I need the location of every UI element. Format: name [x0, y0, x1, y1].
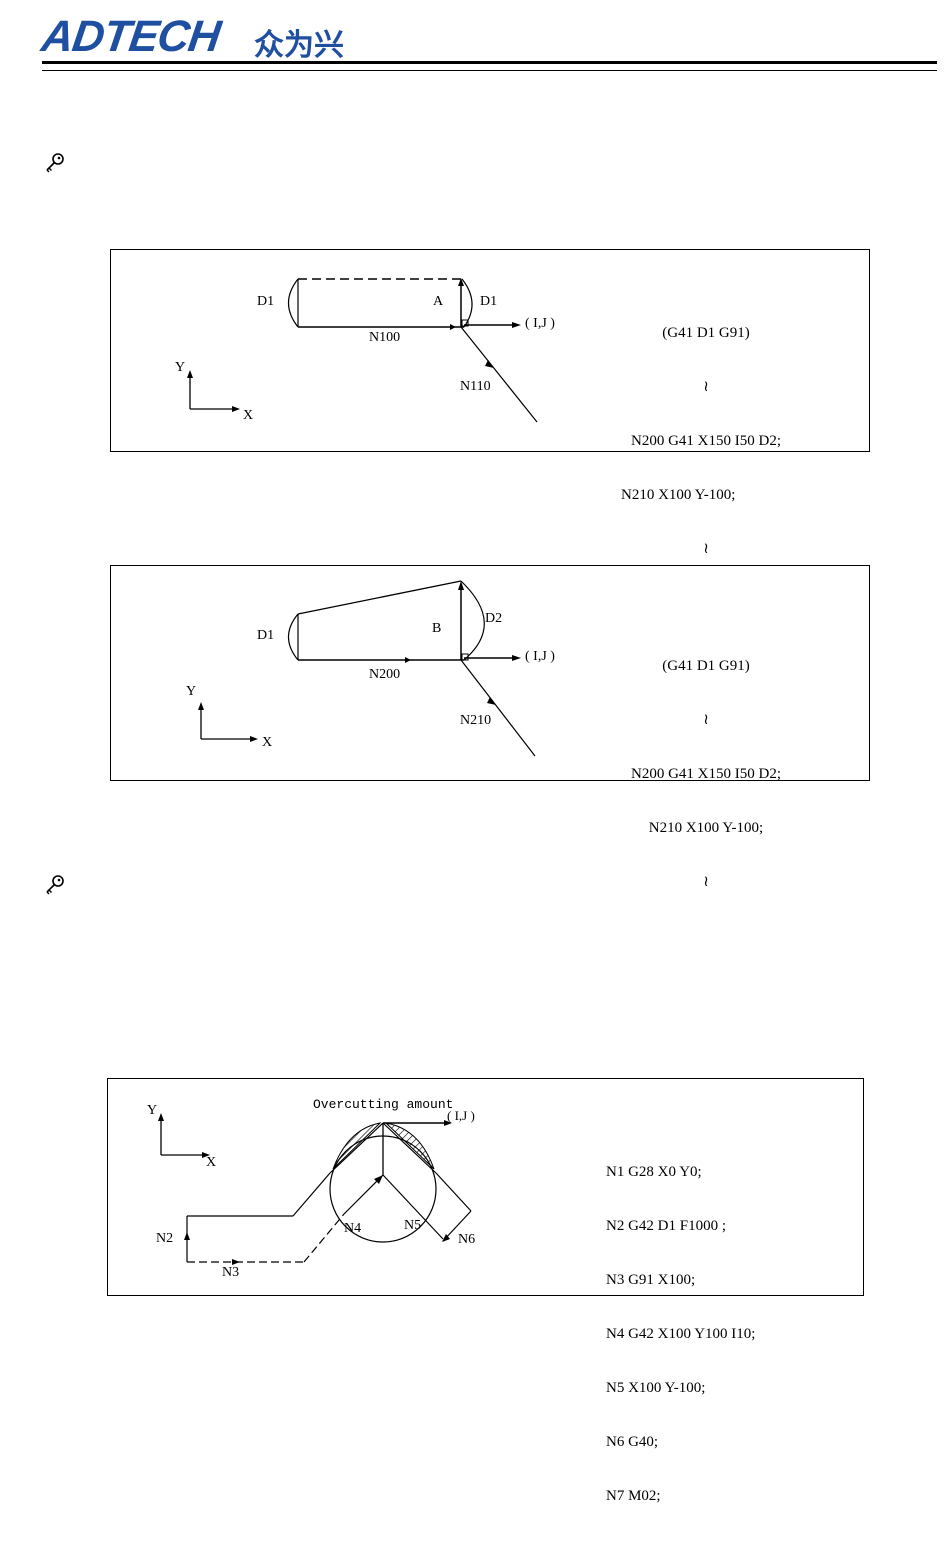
- label-d1-right: D1: [480, 294, 498, 309]
- page-header: ADTECH 众为兴: [0, 0, 950, 80]
- label-n4: N4: [344, 1221, 362, 1236]
- code-line: N2 G42 D1 F1000 ;: [606, 1218, 727, 1234]
- label-axis-y: Y: [147, 1103, 158, 1118]
- label-d1-left: D1: [257, 628, 275, 643]
- label-ij: ( I,J ): [525, 649, 555, 664]
- code-line: (G41 D1 G91): [662, 325, 750, 341]
- code-block-2: (G41 D1 G91) ≀ N200 G41 X150 I50 D2; N21…: [621, 621, 791, 927]
- code-line: N1 G28 X0 Y0;: [606, 1164, 702, 1180]
- label-n6: N6: [458, 1232, 476, 1247]
- code-line: ≀: [703, 712, 709, 728]
- code-line: ≀: [703, 541, 709, 557]
- label-axis-x: X: [262, 735, 273, 750]
- code-block-1: (G41 D1 G91) ≀ N200 G41 X150 I50 D2; N21…: [621, 288, 791, 594]
- label-d2: D2: [485, 611, 503, 626]
- label-a: A: [433, 294, 444, 309]
- label-ij: ( I,J ): [525, 316, 555, 331]
- label-ij: ( I,J ): [447, 1108, 475, 1123]
- figure-2: D1 B D2 ( I,J ) N200 N210 Y X (G41 D1 G9…: [110, 565, 870, 890]
- code-line: (G41 D1 G91): [662, 658, 750, 674]
- figure-1: D1 A D1 ( I,J ) N100 N110 Y X (G41 D1 G9…: [110, 249, 870, 557]
- label-n210: N210: [460, 713, 492, 728]
- code-line: N210 X100 Y-100;: [648, 820, 764, 836]
- label-n200: N200: [369, 667, 401, 682]
- code-line: N4 G42 X100 Y100 I10;: [606, 1326, 756, 1342]
- label-axis-x: X: [206, 1155, 217, 1170]
- header-rule-thick: [42, 61, 937, 64]
- key-icon: [46, 875, 64, 895]
- label-n2: N2: [156, 1231, 174, 1246]
- label-d1-left: D1: [257, 294, 275, 309]
- code-line: ≀: [703, 874, 709, 890]
- label-n5: N5: [404, 1218, 422, 1233]
- header-rule-thin: [42, 70, 937, 71]
- code-line: N210 X100 Y-100;: [621, 487, 736, 503]
- label-n100: N100: [369, 330, 401, 345]
- label-overcutting-amount: Overcutting amount: [313, 1097, 454, 1112]
- code-line: N6 G40;: [606, 1434, 659, 1450]
- label-b: B: [432, 621, 442, 636]
- label-axis-y: Y: [175, 360, 186, 375]
- logo-chinese-text: 众为兴: [254, 28, 344, 63]
- code-line: N200 G41 X150 I50 D2;: [631, 766, 781, 782]
- code-line: ≀: [703, 379, 709, 395]
- code-block-3: N1 G28 X0 Y0; N2 G42 D1 F1000 ; N3 G91 X…: [606, 1127, 755, 1541]
- code-line: N3 G91 X100;: [606, 1272, 696, 1288]
- logo-text: ADTECH: [38, 12, 223, 61]
- code-line: N200 G41 X150 I50 D2;: [631, 433, 781, 449]
- code-line: N5 X100 Y-100;: [606, 1380, 706, 1396]
- label-n3: N3: [222, 1265, 240, 1280]
- label-n110: N110: [460, 379, 491, 394]
- code-line: N7 M02;: [606, 1488, 661, 1504]
- label-axis-x: X: [243, 408, 254, 423]
- key-icon: [46, 153, 64, 173]
- figure-3: Y X Overcutting amount ( I,J ) N2 N3 N4 …: [107, 1078, 864, 1504]
- label-axis-y: Y: [186, 684, 197, 699]
